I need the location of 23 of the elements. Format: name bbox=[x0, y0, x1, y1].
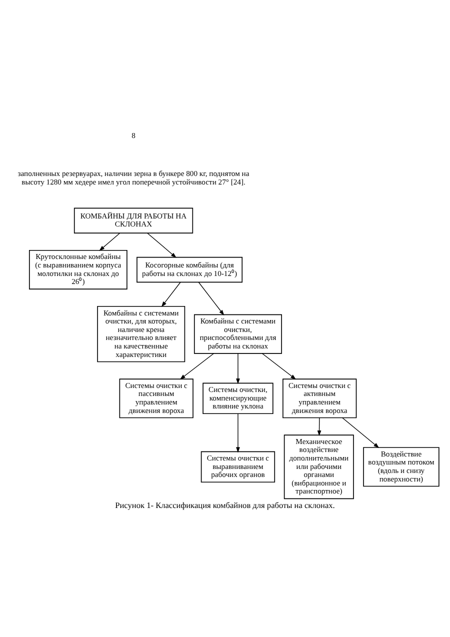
arrow bbox=[198, 282, 224, 316]
node-box: Системы очистки с выравниванием рабочих органов bbox=[200, 451, 276, 483]
arrow bbox=[317, 417, 322, 436]
arrow bbox=[180, 353, 214, 380]
node-box: Комбайны с системами очистки, для которых, наличие крена незначительно влияет на качественные характеристики bbox=[97, 306, 186, 362]
node-box: Воздействие воздушным потоком (вдоль и снизу поверхности) bbox=[363, 447, 440, 487]
node-box: Механическое воздействие дополнительными или рабочими органами (вибрационное и транспортное) bbox=[284, 434, 354, 500]
node-box: Комбайны с системами очистки, приспособленными для работы на склонах bbox=[194, 314, 282, 354]
arrow bbox=[236, 413, 240, 453]
arrow bbox=[99, 232, 120, 251]
node-box: Системы очистки с пассивным управлением движения вороха bbox=[119, 378, 194, 418]
node-box: Системы очистки с активным управлением движения вороха bbox=[282, 378, 357, 418]
label: заполненных резервуарах, наличии зерна в бункере 800 кг, поднятом на высоту 1280 мм хедере имел угол поперечной устойчивости 27° [24]. bbox=[18, 169, 250, 187]
node-box: Крутосклонные комбайны (с выравниванием корпуса молотилки на склонах до 26⁰) bbox=[28, 250, 128, 290]
node-box: Косогорные комбайны (для работы на склонах до 10-12⁰) bbox=[136, 256, 243, 283]
node-box: КОМБАЙНЫ ДЛЯ РАБОТЫ НА СКЛОНАХ bbox=[74, 208, 194, 234]
arrow bbox=[236, 353, 240, 384]
arrow bbox=[147, 232, 176, 258]
label: 8 bbox=[132, 131, 136, 140]
arrow bbox=[342, 417, 380, 448]
arrow bbox=[161, 282, 181, 308]
arrow bbox=[262, 353, 296, 380]
node-box: Системы очистки, компенсирующие влияние уклона bbox=[202, 382, 274, 414]
